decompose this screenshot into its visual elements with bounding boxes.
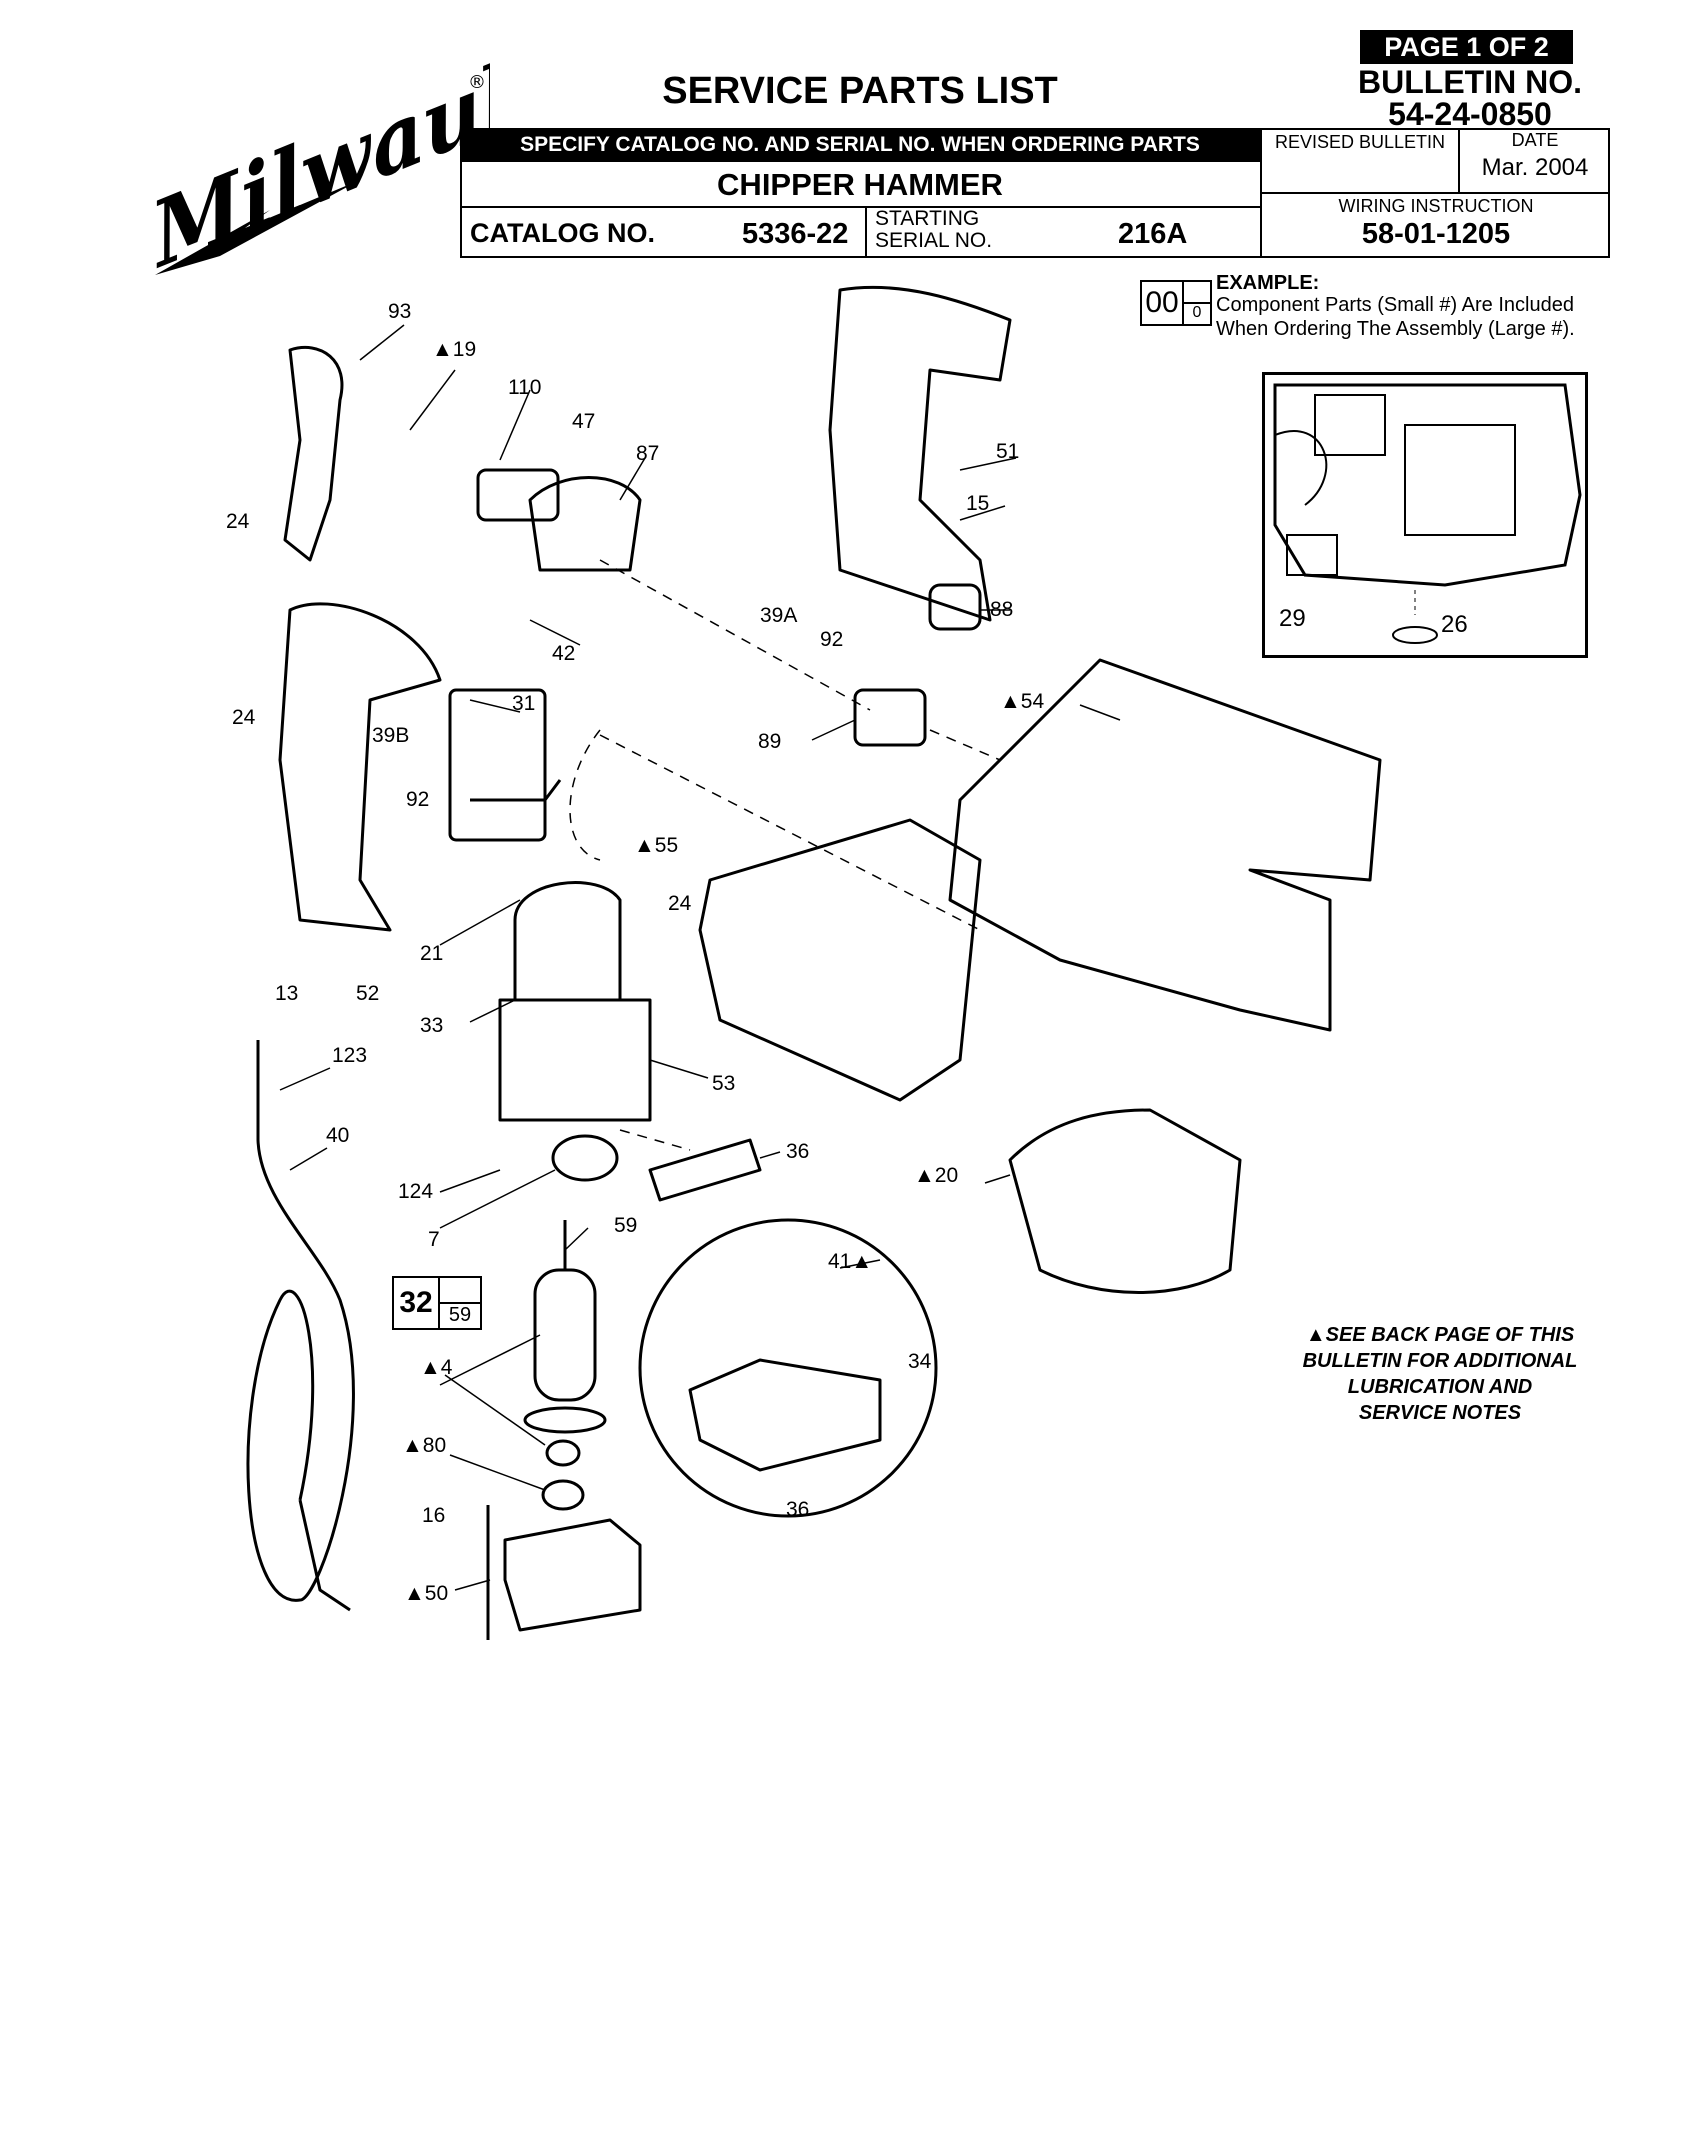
example-title: EXAMPLE:: [1216, 272, 1320, 294]
callout-15: 15: [966, 492, 990, 515]
callout-51: 51: [996, 440, 1020, 463]
page-badge: PAGE 1 OF 2: [1360, 30, 1573, 64]
callout-52: 52: [356, 982, 380, 1005]
svg-text:®: ®: [468, 72, 486, 93]
callout-80: ▲80: [402, 1434, 447, 1457]
callout-19: ▲19: [432, 338, 477, 361]
service-note: ▲SEE BACK PAGE OF THIS BULLETIN FOR ADDI…: [1250, 1322, 1630, 1426]
callout-40: 40: [326, 1124, 350, 1147]
callout-92-a: 92: [406, 788, 430, 811]
serial-number: 216A: [1118, 218, 1188, 250]
example-line1: Component Parts (Small #) Are Included: [1216, 294, 1574, 316]
callout-110: 110: [508, 376, 542, 399]
specify-bar: SPECIFY CATALOG NO. AND SERIAL NO. WHEN …: [460, 128, 1260, 162]
callout-87: 87: [636, 442, 660, 465]
assembly-small-number: 59: [448, 1304, 472, 1326]
callout-29: 29: [1279, 605, 1306, 632]
callout-50: ▲50: [404, 1582, 449, 1605]
service-note-line2: BULLETIN FOR ADDITIONAL: [1302, 1350, 1578, 1372]
example-assembly-box: 00 0: [1140, 280, 1212, 326]
callout-92-b: 92: [820, 628, 844, 651]
callout-55: ▲55: [634, 834, 679, 857]
catalog-number: 5336-22: [742, 218, 849, 250]
document-title: SERVICE PARTS LIST: [662, 70, 1058, 112]
callout-24-a: 24: [226, 510, 250, 533]
starting-label-line1: STARTING: [875, 207, 980, 230]
callout-24-c: 24: [668, 892, 692, 915]
callout-124: 124: [398, 1180, 434, 1203]
callout-24-b: 24: [232, 706, 256, 729]
callout-39b: 39B: [372, 724, 410, 747]
callout-13: 13: [275, 982, 299, 1005]
callout-4: ▲4: [420, 1356, 453, 1379]
tool-label-inset-illustration: [1273, 383, 1582, 644]
milwaukee-logo: Milwaukee ®: [150, 60, 490, 280]
callout-42: 42: [552, 642, 576, 665]
tool-name: CHIPPER HAMMER: [717, 167, 1003, 202]
example-line2: When Ordering The Assembly (Large #).: [1216, 318, 1575, 340]
callout-36-b: 36: [786, 1498, 810, 1521]
example-small-number: 0: [1192, 304, 1202, 321]
date-label: DATE: [1511, 130, 1559, 150]
side-handle-part: [283, 345, 344, 562]
bulletin-number: 54-24-0850: [1388, 96, 1552, 132]
callout-39a: 39A: [760, 604, 798, 627]
callout-47: 47: [572, 410, 596, 433]
service-note-line4: SERVICE NOTES: [1358, 1402, 1522, 1424]
assembly-big-number: 32: [399, 1286, 433, 1319]
revised-bulletin-label: REVISED BULLETIN: [1274, 132, 1446, 152]
callout-33: 33: [420, 1014, 444, 1037]
service-note-line3: LUBRICATION AND: [1347, 1376, 1533, 1398]
callout-54: ▲54: [1000, 690, 1045, 713]
callout-36-a: 36: [786, 1140, 810, 1163]
label-location-inset: 29 26: [1262, 372, 1588, 658]
callout-31: 31: [512, 692, 536, 715]
callout-59: 59: [614, 1214, 638, 1237]
date-value: Mar. 2004: [1481, 154, 1589, 181]
starting-label-line2: SERIAL NO.: [875, 229, 993, 252]
callout-41: 41▲: [828, 1250, 873, 1273]
callout-20: ▲20: [914, 1164, 959, 1187]
callout-26: 26: [1441, 611, 1468, 638]
catalog-label: CATALOG NO.: [470, 218, 655, 248]
callout-88: 88: [990, 598, 1014, 621]
callout-89: 89: [758, 730, 782, 753]
wiring-instruction-label: WIRING INSTRUCTION: [1338, 196, 1534, 216]
callout-34: 34: [908, 1350, 932, 1373]
callout-53: 53: [712, 1072, 736, 1095]
callout-16: 16: [422, 1504, 446, 1527]
assembly-box-32: 32 59: [392, 1276, 482, 1330]
callout-21: 21: [420, 942, 444, 965]
service-note-line1: ▲SEE BACK PAGE OF THIS: [1305, 1324, 1575, 1346]
callout-7: 7: [428, 1228, 440, 1251]
example-big-number: 00: [1145, 286, 1179, 319]
bulletin-label: BULLETIN NO.: [1358, 64, 1582, 100]
callout-123: 123: [332, 1044, 368, 1067]
wiring-instruction-value: 58-01-1205: [1361, 218, 1511, 250]
starting-serial-label: STARTING SERIAL NO.: [875, 208, 992, 252]
callout-93: 93: [388, 300, 412, 323]
